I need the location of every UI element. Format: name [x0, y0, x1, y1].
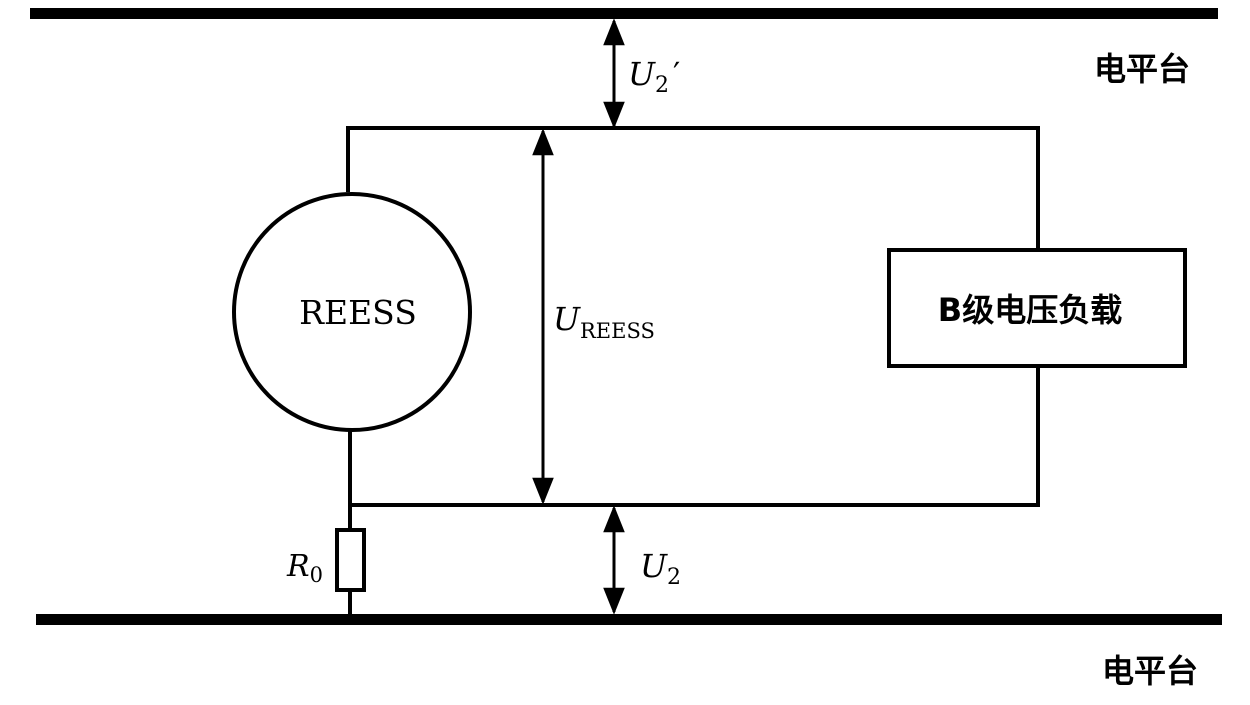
u2-subscript: 2 [667, 565, 681, 590]
r0-resistor [335, 528, 366, 592]
platform-bar-bottom [36, 614, 1222, 625]
r0-subscript: 0 [310, 563, 323, 587]
u2-prime-symbol: U [628, 55, 656, 93]
r0-label: R0 [286, 549, 323, 587]
u2-prime-mark: ′ [673, 55, 680, 93]
circuit-wires [346, 126, 1040, 614]
u2-prime-subscript: 2 [655, 73, 669, 98]
u2-prime-label: U2′ [628, 55, 680, 98]
u-reess-subscript: REESS [580, 319, 655, 343]
reess-label: REESS [299, 293, 417, 332]
r0-symbol: R [286, 549, 310, 584]
u-reess-symbol: U [553, 300, 581, 338]
u2-symbol: U [640, 547, 668, 585]
platform-label-top: 电平台 [1094, 50, 1190, 88]
load-label: B级电压负载 [938, 291, 1122, 329]
u-reess-label: UREESS [553, 300, 655, 343]
load-box [887, 248, 1187, 368]
reess-circle [232, 192, 472, 432]
platform-label-bottom: 电平台 [1102, 652, 1198, 690]
platform-bar-top [30, 8, 1218, 19]
u2-label: U2 [640, 547, 681, 590]
